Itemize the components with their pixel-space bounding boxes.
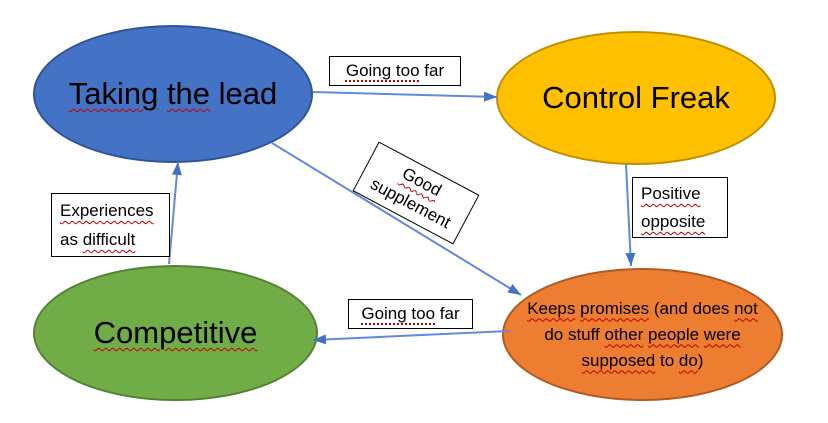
node-control-freak-label: Control Freak xyxy=(542,80,730,115)
arrow-taking-to-control[interactable] xyxy=(312,91,498,102)
edge-label-going-too-far-bottom-text: Going too far xyxy=(361,304,460,323)
node-competitive[interactable]: Competitive xyxy=(33,265,318,401)
arrow-control-to-keeps-promises[interactable] xyxy=(625,163,636,267)
edge-label-going-too-far-bottom[interactable]: Going too far xyxy=(348,299,473,329)
node-control-freak[interactable]: Control Freak xyxy=(496,31,776,165)
edge-label-going-too-far-top[interactable]: Going too far xyxy=(329,56,461,86)
node-competitive-label: Competitive xyxy=(93,315,258,350)
node-taking-the-lead[interactable]: Taking the lead xyxy=(33,25,313,163)
arrow-competitive-to-taking[interactable] xyxy=(168,161,182,265)
node-taking-the-lead-label: Taking the lead xyxy=(68,76,278,111)
edge-label-going-too-far-top-text: Going too far xyxy=(345,61,445,80)
arrow-keeps-promises-to-competitive[interactable] xyxy=(312,330,510,345)
